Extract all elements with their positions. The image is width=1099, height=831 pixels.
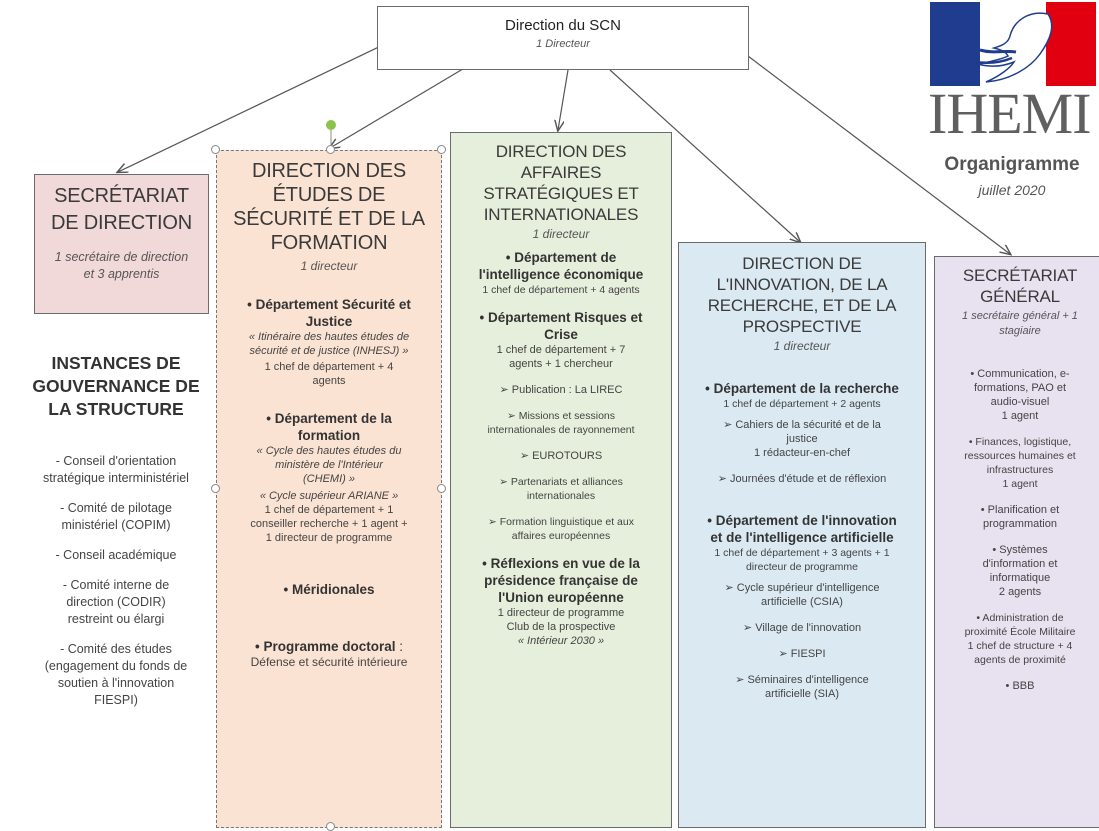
marianne-flag	[930, 2, 1096, 86]
desf-subtitle: 1 directeur	[300, 259, 358, 273]
organigramme-title-block: Organigramme juillet 2020	[925, 154, 1099, 198]
secretariat-direction-subtitle: 1 secrétaire de direction et 3 apprentis	[54, 250, 189, 281]
resize-handle-top-left[interactable]	[211, 145, 220, 154]
dasi-subtitle: 1 directeur	[532, 227, 590, 241]
instance-item: - Comité des études(engagement du fonds …	[44, 642, 188, 707]
resize-handle-top-right[interactable]	[437, 145, 446, 154]
arrow-to-sg	[747, 55, 1010, 254]
dasi-dept1-staff: 1 chef de département + 4 agents	[482, 284, 640, 296]
secretariat-direction-box: SECRÉTARIAT DE DIRECTION 1 secrétaire de…	[34, 174, 209, 314]
arrow-to-desf	[330, 59, 479, 148]
direction-scn-box: Direction du SCN 1 Directeur	[377, 6, 749, 70]
arrow-to-dirp	[609, 69, 800, 242]
dirp-bullet-fiespi: ➢ FIESPI	[778, 648, 826, 660]
direction-scn-title: Direction du SCN	[505, 17, 621, 34]
resize-handle-left[interactable]	[211, 484, 220, 493]
desf-programme-doctoral: • Programme doctoral :	[254, 639, 404, 654]
instances-title: INSTANCES DE GOUVERNANCE DE LA STRUCTURE	[32, 353, 200, 419]
dirp-subtitle: 1 directeur	[773, 339, 831, 353]
dasi-bullet-eurotours: ➢ EUROTOURS	[519, 450, 603, 462]
desf-title: DIRECTION DES ÉTUDES DE SÉCURITÉ ET DE L…	[233, 160, 425, 254]
ihemi-logo: IHEMI	[928, 2, 1099, 144]
desf-programme-doctoral-desc: Défense et sécurité intérieure	[250, 655, 408, 669]
instances-gouvernance: INSTANCES DE GOUVERNANCE DE LA STRUCTURE…	[16, 352, 216, 722]
organigramme-date: juillet 2020	[978, 182, 1046, 198]
direction-scn-subtitle: 1 Directeur	[536, 38, 590, 50]
organigramme-title: Organigramme	[944, 154, 1080, 175]
dasi-bullet-lirec: ➢ Publication : La LIREC	[499, 384, 623, 396]
sg-item-finances: • Finances, logistique,ressources humain…	[964, 436, 1076, 490]
rotate-handle[interactable]	[326, 120, 336, 130]
dirp-bullet-village: ➢ Village de l'innovation	[742, 622, 862, 634]
dirp-bullet-journees: ➢ Journées d'étude et de réflexion	[717, 473, 887, 485]
sg-item-bbb: • BBB	[1005, 680, 1035, 692]
ihemi-logo-text: IHEMI	[928, 81, 1092, 146]
dirp-dept1-staff: 1 chef de département + 2 agents	[723, 398, 881, 410]
secretariat-direction-title: SECRÉTARIAT DE DIRECTION	[51, 185, 192, 234]
desf-meridionales: • Méridionales	[283, 582, 375, 597]
arrow-to-dasi	[558, 69, 569, 130]
desf-box[interactable]: DIRECTION DES ÉTUDES DE SÉCURITÉ ET DE L…	[216, 150, 442, 828]
resize-handle-right[interactable]	[437, 484, 446, 493]
arrow-to-secretariat	[118, 43, 386, 172]
resize-handle-top[interactable]	[326, 145, 335, 154]
dirp-dept-recherche: • Département de la recherche	[705, 381, 899, 396]
instance-item: - Conseil académique	[55, 548, 177, 562]
